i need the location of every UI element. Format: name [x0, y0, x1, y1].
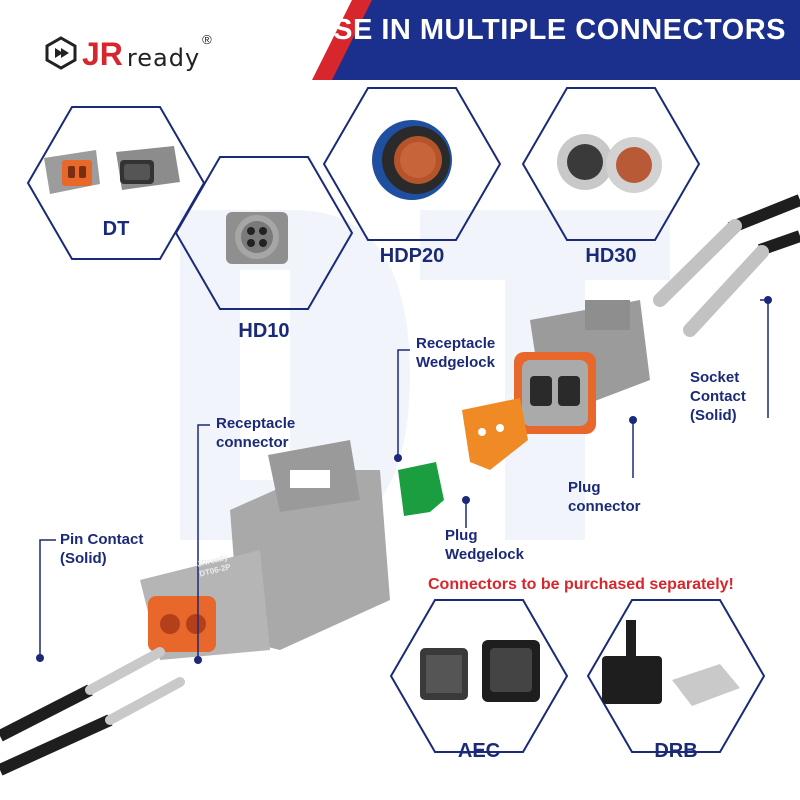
callout-pin-contact: Pin Contact (Solid)	[60, 531, 144, 567]
hexagon-hd10-frame	[174, 156, 354, 310]
header-banner	[312, 0, 800, 80]
hex-label-aec: AEC	[457, 740, 501, 762]
hexagon-hd30-frame	[521, 87, 701, 241]
logo-registered-mark: ®	[202, 32, 212, 47]
header-title: USE IN MULTIPLE CONNECTORS	[311, 14, 786, 46]
hex-label-hd10: HD10	[238, 320, 290, 342]
callout-plug-wedgelock: Plug Wedgelock	[445, 527, 524, 563]
hexagon-hdp20-frame	[322, 87, 502, 241]
brand-logo: JR ready ®	[44, 32, 212, 72]
callout-socket-contact: Socket Contact (Solid)	[690, 369, 746, 424]
hdp20-connector-image	[372, 120, 452, 200]
hexagon-aec-frame	[389, 599, 569, 753]
hex-label-dt: DT	[102, 218, 130, 240]
hex-label-hdp20: HDP20	[379, 245, 445, 267]
plug-connector-image	[514, 300, 650, 434]
callout-plug-connector: Plug connector	[568, 479, 641, 515]
socket-contact-leader	[760, 299, 769, 418]
hd10-connector-image	[226, 212, 288, 264]
hexagon-drb-frame	[586, 599, 766, 753]
logo-jr-text: JR	[82, 36, 123, 72]
receptacle-connector-image	[140, 440, 390, 660]
receptacle-wedgelock-leader	[397, 349, 410, 458]
callout-receptacle-connector: Receptacle connector	[216, 415, 296, 451]
hex-label-drb: DRB	[654, 740, 698, 762]
hd30-connector-pair-image	[557, 134, 662, 193]
receptacle-connector-leader	[197, 424, 210, 660]
hexagon-dt-frame	[26, 106, 206, 260]
dt-connector-pair-image	[44, 146, 180, 194]
plug-wedgelock-image	[398, 462, 444, 516]
socket-contact-image	[653, 194, 800, 337]
aec-connector-pair-image	[420, 640, 540, 702]
logo-mark-icon	[45, 36, 77, 70]
drb-connector-pair-image	[602, 620, 740, 706]
purchase-note: Connectors to be purchased separately!	[428, 576, 734, 593]
callout-receptacle-wedgelock: Receptacle Wedgelock	[416, 335, 496, 371]
receptacle-wedgelock-image	[462, 398, 528, 470]
hex-label-hd30: HD30	[585, 245, 637, 267]
pin-contact-leader	[39, 539, 56, 658]
logo-ready-text: ready	[126, 44, 201, 72]
pin-contact-image	[0, 647, 185, 776]
